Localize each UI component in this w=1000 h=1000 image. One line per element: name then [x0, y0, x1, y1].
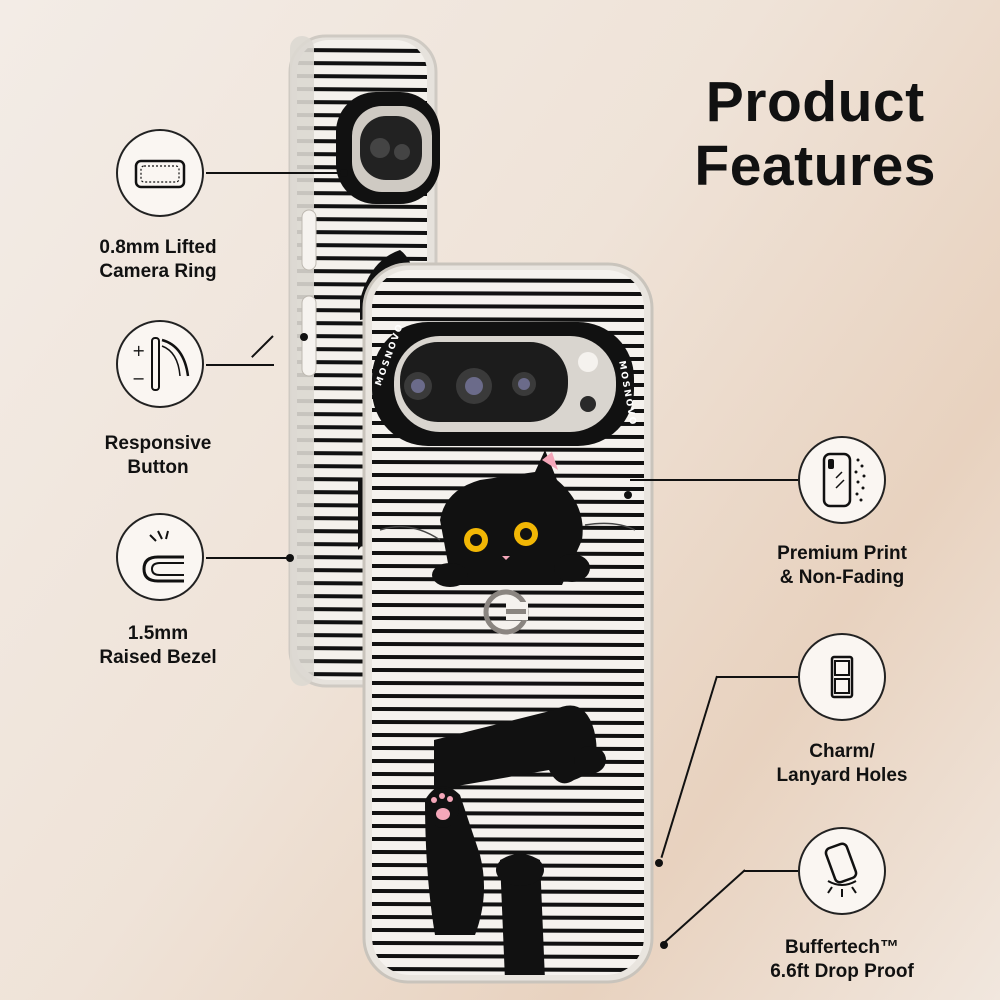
- stripe: [297, 230, 427, 235]
- svg-text:−: −: [132, 369, 145, 388]
- camera-ring-connector: [206, 172, 344, 174]
- stripe: [372, 447, 644, 452]
- stripe: [372, 317, 644, 322]
- front-camera-ring: [372, 322, 634, 446]
- stripe: [372, 291, 644, 296]
- title-line-2: Features: [694, 134, 936, 198]
- title-line-1: Product: [705, 70, 925, 134]
- lanyard-holes-icon: [830, 655, 854, 699]
- stripe: [372, 850, 644, 855]
- drop-proof-feature: [798, 827, 886, 915]
- back-camera-ring: [336, 92, 440, 204]
- stripe: [372, 278, 644, 283]
- stripe: [297, 204, 427, 209]
- stripe: [297, 243, 427, 248]
- stripe: [372, 811, 644, 816]
- stripe: [297, 61, 427, 66]
- stripe: [372, 707, 644, 712]
- camera-ring-dot: [340, 169, 348, 177]
- drop-proof-connector: [744, 870, 798, 872]
- responsive-button-icon: + −: [132, 337, 190, 391]
- lanyard-holes-feature: [798, 633, 886, 721]
- stripe: [372, 837, 644, 842]
- stripe: [372, 798, 644, 803]
- page-title: Product Features: [694, 70, 936, 198]
- stripe: [297, 87, 427, 92]
- stripe: [297, 217, 427, 222]
- raised-bezel-dot: [286, 554, 294, 562]
- front-phone: [362, 262, 654, 984]
- lanyard-holes-label: Charm/Lanyard Holes: [776, 741, 908, 786]
- stripe: [297, 74, 427, 79]
- lanyard-holes-dot: [655, 859, 663, 867]
- responsive-button-connector: [206, 364, 274, 366]
- responsive-button-feature: + −: [116, 320, 204, 408]
- stripe: [372, 694, 644, 699]
- stripe: [372, 668, 644, 673]
- stripe: [372, 824, 644, 829]
- camera-ring-icon: [134, 159, 186, 189]
- responsive-button-dot: [300, 333, 308, 341]
- premium-print-feature: [798, 436, 886, 524]
- drop-proof-dot: [660, 941, 668, 949]
- drop-proof-icon: [824, 842, 858, 897]
- cat-tail: [496, 854, 545, 975]
- peeking-cat: [379, 450, 636, 587]
- google-logo: [483, 589, 529, 635]
- stripe: [372, 304, 644, 309]
- raised-bezel-connector: [206, 557, 290, 559]
- stripe: [372, 681, 644, 686]
- raised-bezel-feature: [116, 513, 204, 601]
- premium-print-icon: [822, 452, 866, 508]
- stripe: [297, 256, 427, 261]
- raised-bezel-icon: [142, 530, 184, 583]
- stripe: [372, 655, 644, 660]
- stripe: [372, 460, 644, 465]
- stripe: [297, 48, 427, 53]
- cat-arm: [434, 705, 606, 790]
- cat-paw: [425, 786, 484, 935]
- stripe: [372, 642, 644, 647]
- stripe: [372, 785, 644, 790]
- premium-print-dot: [624, 491, 632, 499]
- premium-print-label: Premium Print& Non-Fading: [777, 543, 907, 588]
- svg-text:+: +: [132, 341, 145, 360]
- camera-ring-feature: [116, 129, 204, 217]
- premium-print-connector: [630, 479, 798, 481]
- lanyard-holes-connector: [716, 676, 798, 678]
